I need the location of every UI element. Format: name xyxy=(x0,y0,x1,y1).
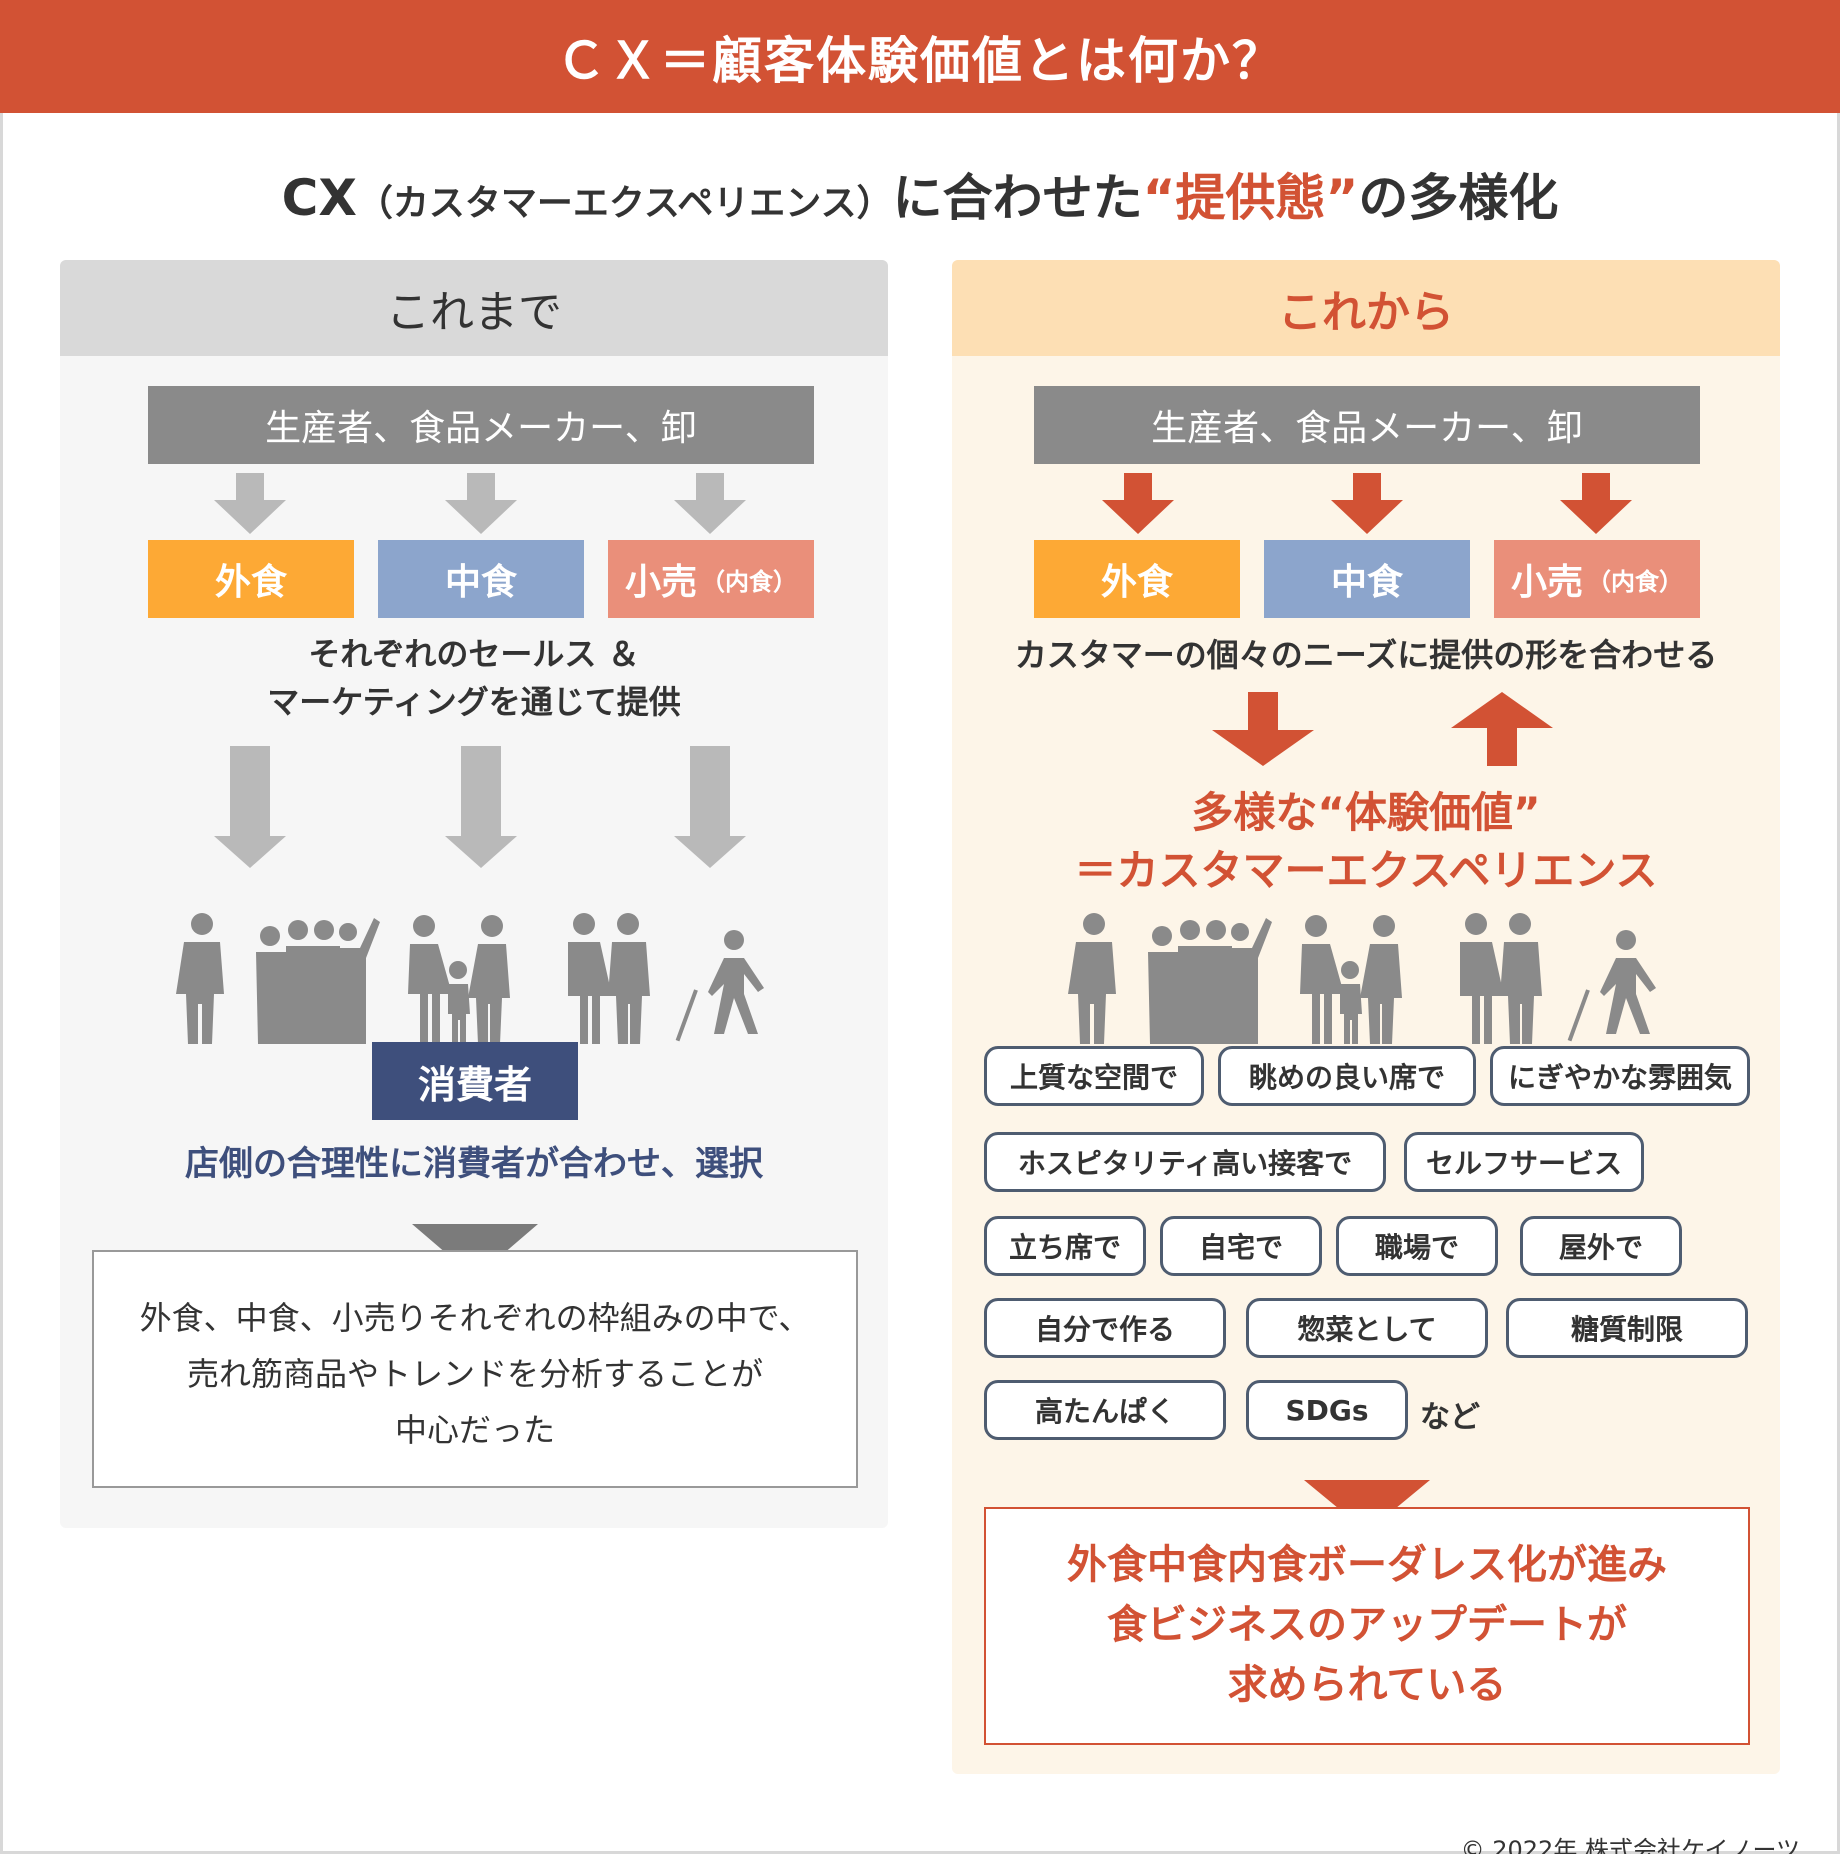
page-title: ＣＸ＝顧客体験価値とは何か？ xyxy=(0,0,1840,113)
channel-label: 外食 xyxy=(214,562,287,603)
gray-arrow-down-1 xyxy=(214,473,286,534)
tags-etc: など xyxy=(1420,1400,1480,1435)
red-arrow-down-2 xyxy=(1331,473,1403,534)
summary-before: 外食、中食、小売りそれぞれの枠組みの中で、 売れ筋商品やトレンドを分析することが… xyxy=(92,1250,858,1488)
tag-pill: ホスピタリティ高い接客で xyxy=(984,1132,1386,1192)
gray-arrow-long-3 xyxy=(674,746,746,868)
producers-bar-after: 生産者、食品メーカー、卸 xyxy=(1034,386,1700,464)
red-arrow-down-3 xyxy=(1560,473,1632,534)
family-icon xyxy=(1300,915,1402,1044)
subtitle: CX（カスタマーエクスペリエンス）に合わせた“提供態”の多様化 xyxy=(0,158,1840,230)
sales-line: マーケティングを通じて提供 xyxy=(267,683,681,721)
tag-pill: SDGs xyxy=(1246,1380,1408,1440)
tag-pill: 高たんぱく xyxy=(984,1380,1226,1440)
tag-pill: 立ち席で xyxy=(984,1216,1146,1276)
gray-short-arrows xyxy=(214,473,746,534)
tag-pill: にぎやかな雰囲気 xyxy=(1490,1046,1750,1106)
consumer-label: 消費者 xyxy=(372,1042,578,1120)
red-arrow-up-big xyxy=(1451,692,1553,766)
red-triangle-down xyxy=(1304,1480,1430,1532)
subtitle-end: の多様化 xyxy=(1358,169,1559,227)
channel-label: 小売 xyxy=(624,562,697,603)
channel-nakashoku-after: 中食 xyxy=(1264,540,1470,618)
red-short-arrows xyxy=(1102,473,1632,534)
subtitle-accent: “提供態” xyxy=(1142,169,1359,227)
channel-label-small: （内食） xyxy=(1587,567,1683,596)
channel-label: 中食 xyxy=(444,562,517,603)
subtitle-mid: に合わせた xyxy=(892,169,1143,227)
channel-label: 外食 xyxy=(1100,562,1173,603)
subtitle-paren: （カスタマーエクスペリエンス） xyxy=(356,183,893,224)
summary-after: 外食中食内食ボーダレス化が進み 食ビジネスのアップデートが 求められている xyxy=(984,1507,1750,1745)
red-updown-arrows xyxy=(1212,692,1553,766)
tag-pill: 自宅で xyxy=(1160,1216,1322,1276)
tag-pill: 自分で作る xyxy=(984,1298,1226,1358)
sales-text: それぞれのセールス ＆ マーケティングを通じて提供 xyxy=(60,630,888,726)
tag-pill: 屋外で xyxy=(1520,1216,1682,1276)
elderly-icon xyxy=(1567,930,1656,1042)
gray-long-arrows xyxy=(214,746,746,868)
value-line: 多様な“体験価値” xyxy=(1191,788,1541,837)
summary-line: 食ビジネスのアップデートが xyxy=(1107,1602,1627,1648)
consumer-caption: 店側の合理性に消費者が合わせ、選択 xyxy=(185,1144,763,1184)
elderly-icon xyxy=(675,930,764,1042)
gray-arrow-down-3 xyxy=(674,473,746,534)
gray-arrow-down-2 xyxy=(445,473,517,534)
man-icon xyxy=(176,913,224,1044)
people-icons-before xyxy=(176,913,764,1044)
summary-line: 中心だった xyxy=(394,1411,555,1449)
experience-value: 多様な“体験価値” ＝カスタマーエクスペリエンス xyxy=(952,784,1780,900)
family-icon xyxy=(408,915,510,1044)
summary-line: 外食、中食、小売りそれぞれの枠組みの中で、 xyxy=(139,1299,811,1337)
channel-label: 小売 xyxy=(1510,562,1583,603)
channel-label-small: （内食） xyxy=(701,567,797,596)
gray-arrow-long-1 xyxy=(214,746,286,868)
summary-line: 求められている xyxy=(1227,1662,1507,1708)
tag-pill: 眺めの良い席で xyxy=(1218,1046,1476,1106)
group-icon xyxy=(1148,918,1272,1044)
summary-line: 外食中食内食ボーダレス化が進み xyxy=(1067,1542,1667,1588)
red-arrow-down-big xyxy=(1212,692,1314,766)
value-line: ＝カスタマーエクスペリエンス xyxy=(1074,846,1658,895)
gray-arrow-long-2 xyxy=(445,746,517,868)
tag-pill: 職場で xyxy=(1336,1216,1498,1276)
tag-pill: 惣菜として xyxy=(1246,1298,1488,1358)
match-text: カスタマーの個々のニーズに提供の形を合わせる xyxy=(1014,636,1718,674)
people-icons-after xyxy=(1068,913,1656,1044)
tag-pill: 糖質制限 xyxy=(1506,1298,1748,1358)
sales-line: それぞれのセールス ＆ xyxy=(308,635,640,673)
channel-kouri-after: 小売（内食） xyxy=(1494,540,1700,618)
copyright: © 2022年 株式会社ケイノーツ xyxy=(1460,1836,1800,1854)
tag-pill: セルフサービス xyxy=(1404,1132,1644,1192)
channel-gaishoku-after: 外食 xyxy=(1034,540,1240,618)
tag-pill: 上質な空間で xyxy=(984,1046,1204,1106)
couple-icon xyxy=(568,913,650,1044)
group-icon xyxy=(256,918,380,1044)
producers-bar-before: 生産者、食品メーカー、卸 xyxy=(148,386,814,464)
channel-gaishoku-before: 外食 xyxy=(148,540,354,618)
channel-nakashoku-before: 中食 xyxy=(378,540,584,618)
summary-line: 売れ筋商品やトレンドを分析することが xyxy=(186,1355,763,1393)
man-icon xyxy=(1068,913,1116,1044)
channel-label: 中食 xyxy=(1330,562,1403,603)
couple-icon xyxy=(1460,913,1542,1044)
panel-before-heading: これまで xyxy=(60,260,888,356)
channel-kouri-before: 小売（内食） xyxy=(608,540,814,618)
panel-after-heading: これから xyxy=(952,260,1780,356)
subtitle-cx: CX xyxy=(281,169,357,227)
red-arrow-down-1 xyxy=(1102,473,1174,534)
